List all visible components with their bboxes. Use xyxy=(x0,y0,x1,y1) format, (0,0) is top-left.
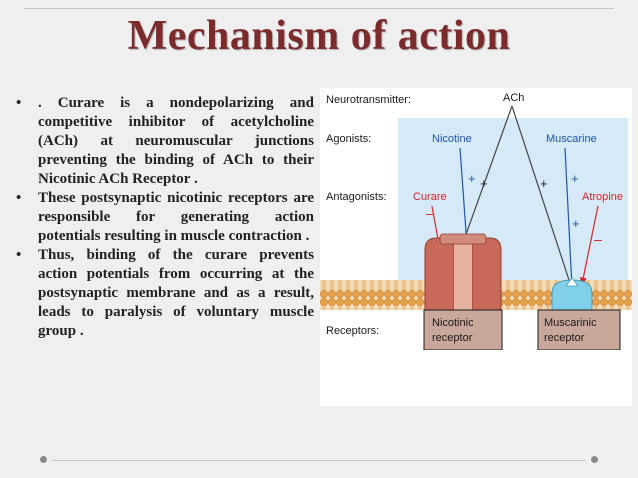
receptor-diagram-svg: Neurotransmitter: Agonists: Antagonists:… xyxy=(320,92,632,406)
bullet-item: • These postsynaptic nicotinic receptors … xyxy=(16,189,314,246)
bullet-text: Thus, binding of the curare prevents act… xyxy=(38,247,314,339)
atropine-minus: – xyxy=(594,231,602,247)
receptor-diagram: Neurotransmitter: Agonists: Antagonists:… xyxy=(320,88,632,406)
top-rule xyxy=(24,8,614,9)
slide-title: Mechanism of action xyxy=(127,13,511,59)
muscarinic-receptor-shape xyxy=(551,277,593,311)
muscarine-arrow xyxy=(564,147,576,289)
neurotransmitter-label: Neurotransmitter: xyxy=(326,94,411,106)
atropine-label: Atropine xyxy=(582,191,623,203)
ach-muscarinic-plus: + xyxy=(540,176,548,191)
atropine-plus: + xyxy=(572,216,580,231)
nicotinic-receptor-box xyxy=(423,309,503,351)
bullet-item: • Thus, binding of the curare prevents ac… xyxy=(16,246,314,341)
bullet-list: • . Curare is a nondepolarizing and compe… xyxy=(16,94,314,341)
nicotinic-receptor-line2: receptor xyxy=(432,332,473,344)
curare-minus: – xyxy=(426,205,434,221)
ach-nicotinic-plus: + xyxy=(480,176,488,191)
muscarinic-receptor-line1: Muscarinic xyxy=(544,317,597,329)
atropine-arrow xyxy=(579,205,599,285)
bullet-item: • . Curare is a nondepolarizing and compe… xyxy=(16,94,314,189)
ach-arrow-muscarinic xyxy=(511,105,571,284)
intracellular-background xyxy=(320,350,632,406)
antagonists-label: Antagonists: xyxy=(326,191,387,203)
muscarinic-receptor-line2: receptor xyxy=(544,332,585,344)
ach-label: ACh xyxy=(503,92,524,104)
nicotine-label: Nicotine xyxy=(432,133,472,145)
muscarine-plus: + xyxy=(571,171,579,186)
curare-label: Curare xyxy=(413,191,447,203)
receptors-label: Receptors: xyxy=(326,325,379,337)
nicotinic-receptor-line1: Nicotinic xyxy=(432,317,474,329)
bullet-marker: • xyxy=(16,95,22,111)
agonists-label: Agonists: xyxy=(326,133,371,145)
corner-dot-right xyxy=(591,456,598,463)
bullet-text: These postsynaptic nicotinic receptors a… xyxy=(38,190,314,244)
bullet-text: . Curare is a nondepolarizing and compet… xyxy=(38,95,314,187)
corner-dot-left xyxy=(40,456,47,463)
nicotine-plus: + xyxy=(468,171,476,186)
bullet-marker: • xyxy=(16,247,22,263)
muscarinic-receptor-box xyxy=(537,309,621,351)
bottom-rule xyxy=(52,460,586,461)
bullet-marker: • xyxy=(16,190,22,206)
muscarine-label: Muscarine xyxy=(546,133,597,145)
